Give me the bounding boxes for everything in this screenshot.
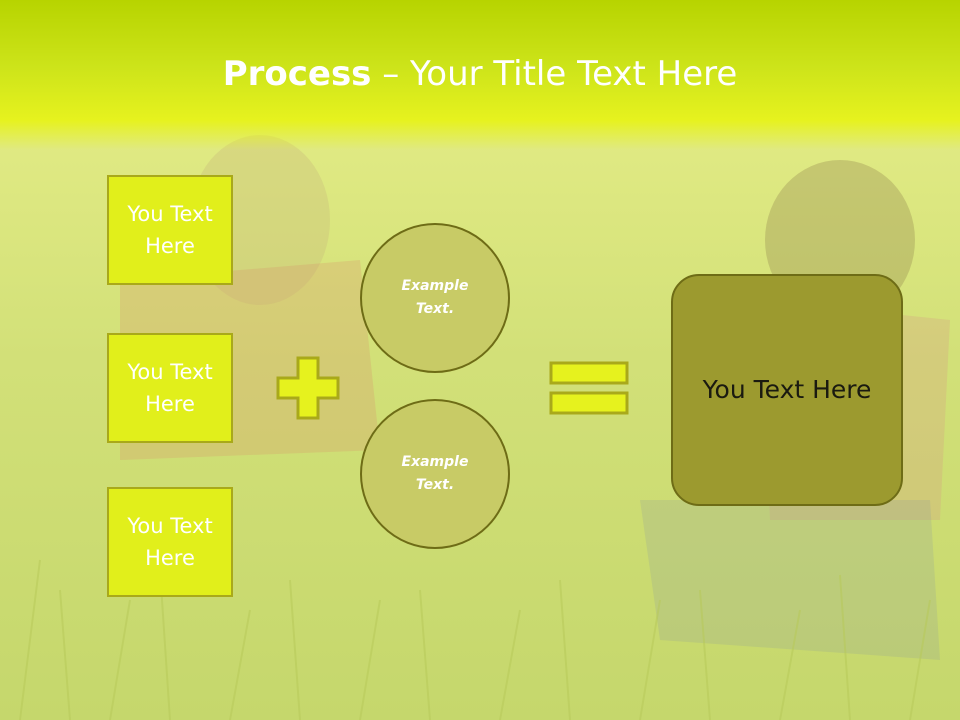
example-circle-2[interactable]: Example Text. (360, 399, 510, 549)
text-box-label: You Text Here (127, 360, 213, 416)
text-box-1[interactable]: You Text Here (107, 175, 233, 285)
title-bar (0, 0, 960, 150)
page-title: Process – Your Title Text Here (0, 52, 960, 96)
circle-label: Example Text. (401, 454, 469, 493)
plus-icon (276, 356, 340, 420)
title-bold: Process (222, 54, 372, 94)
title-rest: – Your Title Text Here (371, 54, 738, 94)
result-label: You Text Here (702, 375, 872, 404)
result-box[interactable]: You Text Here (671, 274, 903, 506)
text-box-label: You Text Here (127, 514, 213, 570)
text-box-3[interactable]: You Text Here (107, 487, 233, 597)
text-box-2[interactable]: You Text Here (107, 333, 233, 443)
example-circle-1[interactable]: Example Text. (360, 223, 510, 373)
text-box-label: You Text Here (127, 202, 213, 258)
circle-label: Example Text. (401, 278, 469, 317)
equals-icon (549, 361, 629, 415)
